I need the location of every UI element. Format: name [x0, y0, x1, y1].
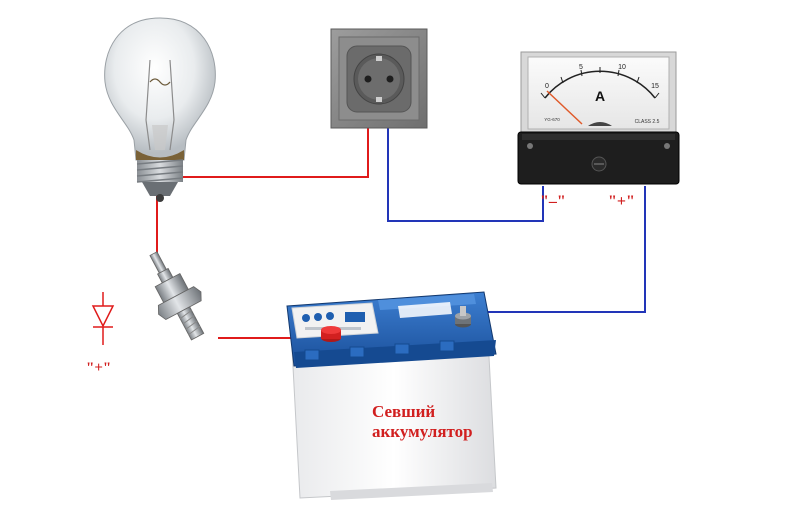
ammeter-scale-15: 15	[651, 83, 659, 90]
ammeter-plus-terminal-label: "+"	[608, 193, 635, 210]
ammeter-class: CLASS 2.5	[635, 119, 660, 125]
stud-diode-icon	[149, 251, 205, 341]
battery-caption-line2: аккумулятор	[372, 422, 473, 441]
ammeter-icon: 0 5 10 15 A CLASS 2.5 YG-670	[517, 51, 680, 185]
ammeter-scale-10: 10	[618, 64, 626, 71]
diode-symbol-icon	[91, 292, 115, 345]
power-outlet-icon	[330, 28, 428, 129]
blue-wire-meter-to-battery	[462, 186, 646, 313]
battery-caption-line1: Севший	[372, 402, 436, 421]
ammeter-unit: A	[595, 88, 605, 104]
ammeter-minus-terminal-label: "–"	[540, 193, 566, 210]
diode-polarity-label: "+"	[86, 360, 112, 376]
blue-wire-outlet-to-meter	[387, 85, 544, 222]
car-battery-icon	[286, 291, 497, 500]
light-bulb-icon	[104, 17, 216, 202]
ammeter-scale-5: 5	[579, 64, 583, 71]
ammeter-model: YG-670	[544, 117, 560, 122]
battery-caption: Севший аккумулятор	[372, 402, 473, 442]
ammeter-scale-0: 0	[545, 83, 549, 90]
